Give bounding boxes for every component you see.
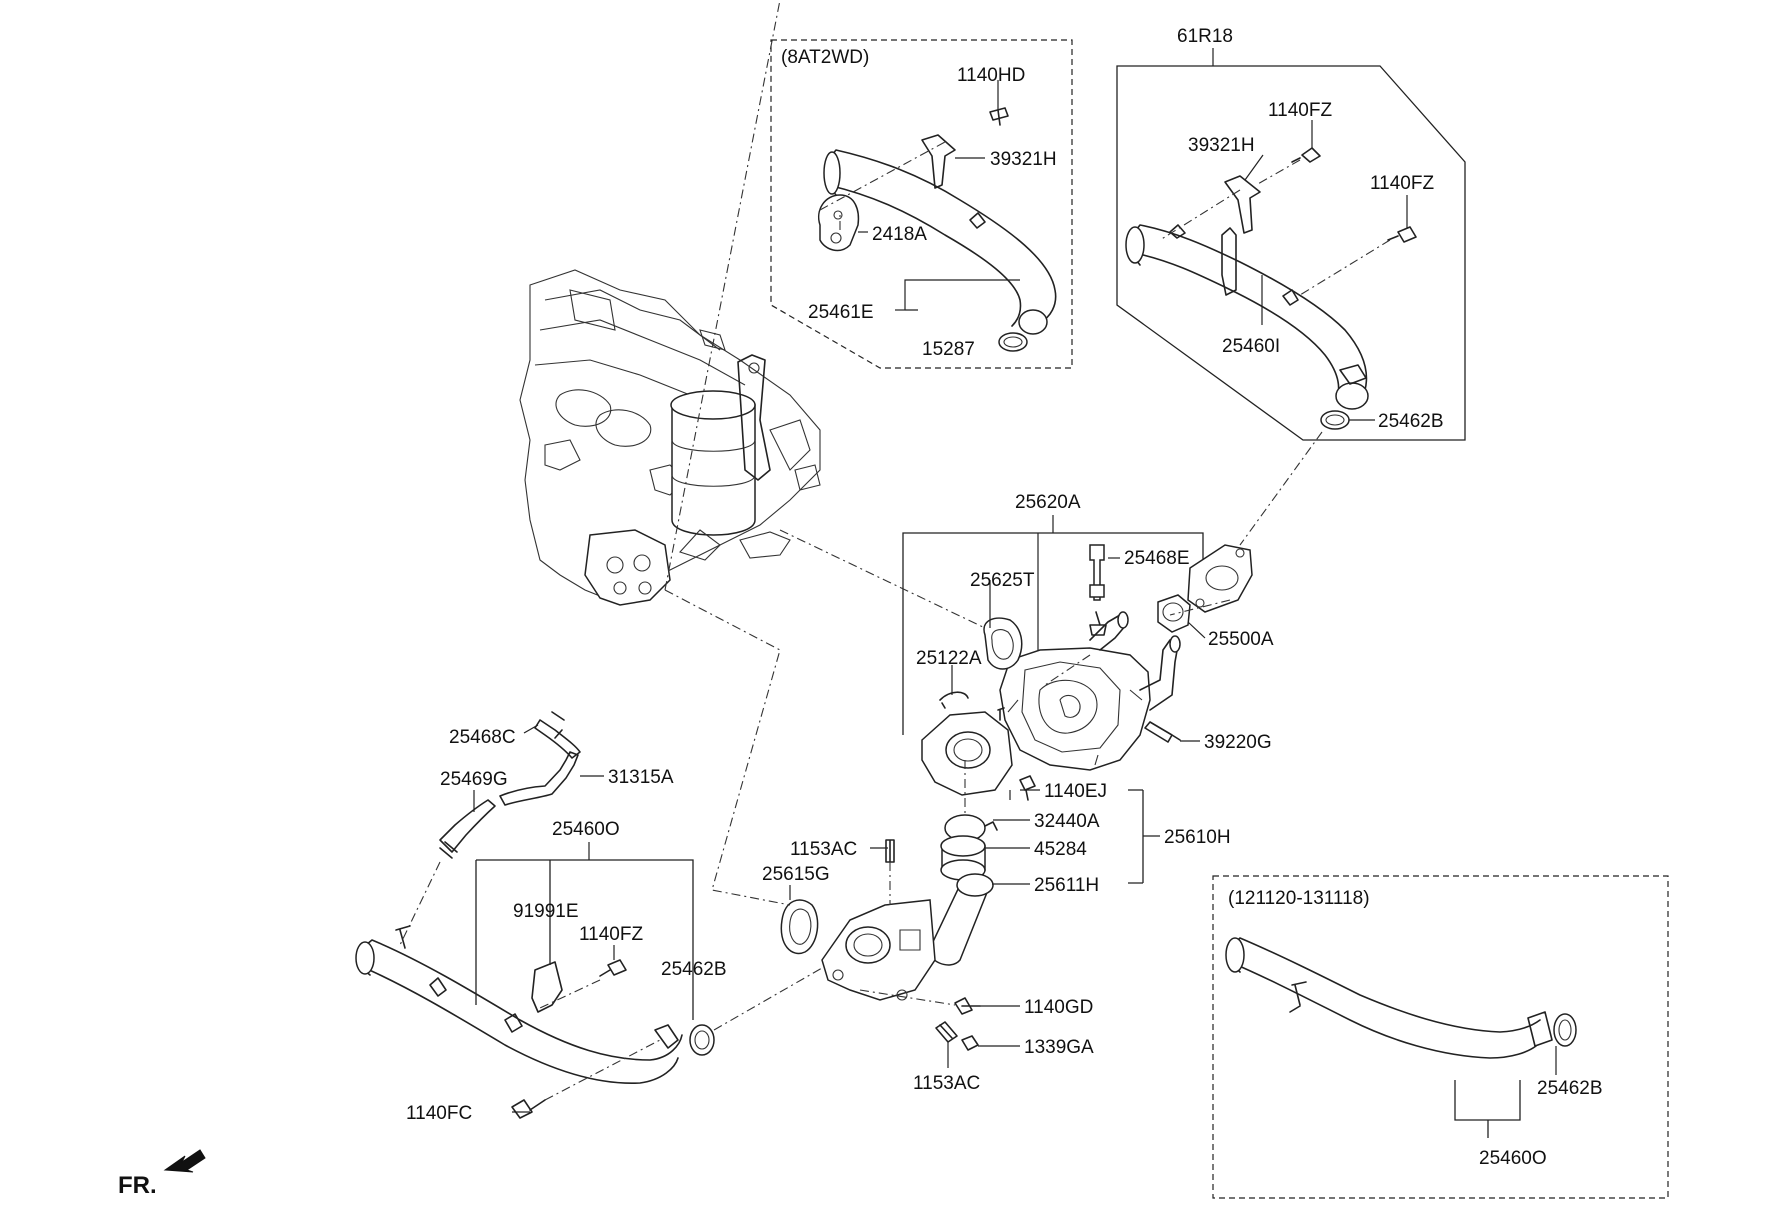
- part-label-25611H: 25611H: [1034, 875, 1099, 896]
- part-label-25469G: 25469G: [440, 769, 508, 790]
- front-direction-indicator: FR.: [118, 1149, 206, 1199]
- part-label-1140FC: 1140FC: [406, 1103, 472, 1124]
- water-pipe-25460O: 25468C 31315A 25469G 25460O 91991E 1140F…: [355, 0, 823, 1124]
- variant-box-date: (121120-131118) 25462B 25460O: [1212, 875, 1669, 1199]
- part-label-31315A: 31315A: [608, 767, 674, 788]
- part-label-15287: 15287: [922, 339, 975, 360]
- part-label-39321H-b: 39321H: [1188, 135, 1255, 156]
- part-label-2418A: 2418A: [872, 224, 927, 245]
- front-label: FR.: [118, 1172, 157, 1199]
- part-label-25468C: 25468C: [449, 727, 516, 748]
- part-label-25500A: 25500A: [1208, 629, 1274, 650]
- leader-line: [779, 529, 986, 629]
- part-label-25468E: 25468E: [1124, 548, 1190, 569]
- part-label-25615G: 25615G: [762, 864, 830, 885]
- part-label-1140EJ: 1140EJ: [1044, 781, 1107, 802]
- part-label-1140FZ-c: 1140FZ: [579, 924, 643, 945]
- part-label-39220G: 39220G: [1204, 732, 1272, 753]
- water-pipe-assembly-25610H: 1140EJ 32440A 45284 25610H 1153AC 25611H…: [762, 760, 1231, 1094]
- kit-frame-61R18: 61R18 1140FZ 39321H 1140FZ 25460I 254: [1116, 26, 1466, 441]
- part-label-25625T: 25625T: [970, 570, 1035, 591]
- engine-block-drawing: [519, 269, 821, 606]
- part-label-1153AC-a: 1153AC: [790, 839, 857, 860]
- part-label-1140HD: 1140HD: [957, 65, 1025, 86]
- part-label-25461E: 25461E: [808, 302, 874, 323]
- part-label-91991E: 91991E: [513, 901, 579, 922]
- part-label-25460I: 25460I: [1222, 336, 1280, 357]
- part-label-1339GA: 1339GA: [1024, 1037, 1094, 1058]
- thermostat-housing-assembly: 25620A: [902, 492, 1274, 801]
- part-label-25610H: 25610H: [1164, 827, 1231, 848]
- part-label-25620A: 25620A: [1015, 492, 1081, 513]
- variant-label-date: (121120-131118): [1228, 888, 1370, 909]
- part-label-1140FZ-a: 1140FZ: [1268, 100, 1332, 121]
- part-label-25462B-a: 25462B: [1378, 411, 1444, 432]
- part-label-32440A: 32440A: [1034, 811, 1100, 832]
- part-label-45284: 45284: [1034, 839, 1087, 860]
- part-label-25462B-b: 25462B: [661, 959, 727, 980]
- part-label-25460O-b: 25460O: [1479, 1148, 1547, 1169]
- part-label-25462B-c: 25462B: [1537, 1078, 1603, 1099]
- part-label-1140FZ-b: 1140FZ: [1370, 173, 1434, 194]
- part-label-1140GD: 1140GD: [1024, 997, 1093, 1018]
- part-label-61R18: 61R18: [1177, 26, 1233, 47]
- part-label-25460O-a: 25460O: [552, 819, 620, 840]
- front-arrow-icon: [163, 1149, 206, 1173]
- part-label-39321H-a: 39321H: [990, 149, 1057, 170]
- part-label-1153AC-b: 1153AC: [913, 1073, 980, 1094]
- variant-label-8at2wd: (8AT2WD): [781, 47, 869, 68]
- leader-line: [1239, 431, 1323, 546]
- part-label-25122A: 25122A: [916, 648, 982, 669]
- variant-box-8at2wd: (8AT2WD) 1140HD 39321H 2418A 25461E 1528…: [770, 39, 1073, 369]
